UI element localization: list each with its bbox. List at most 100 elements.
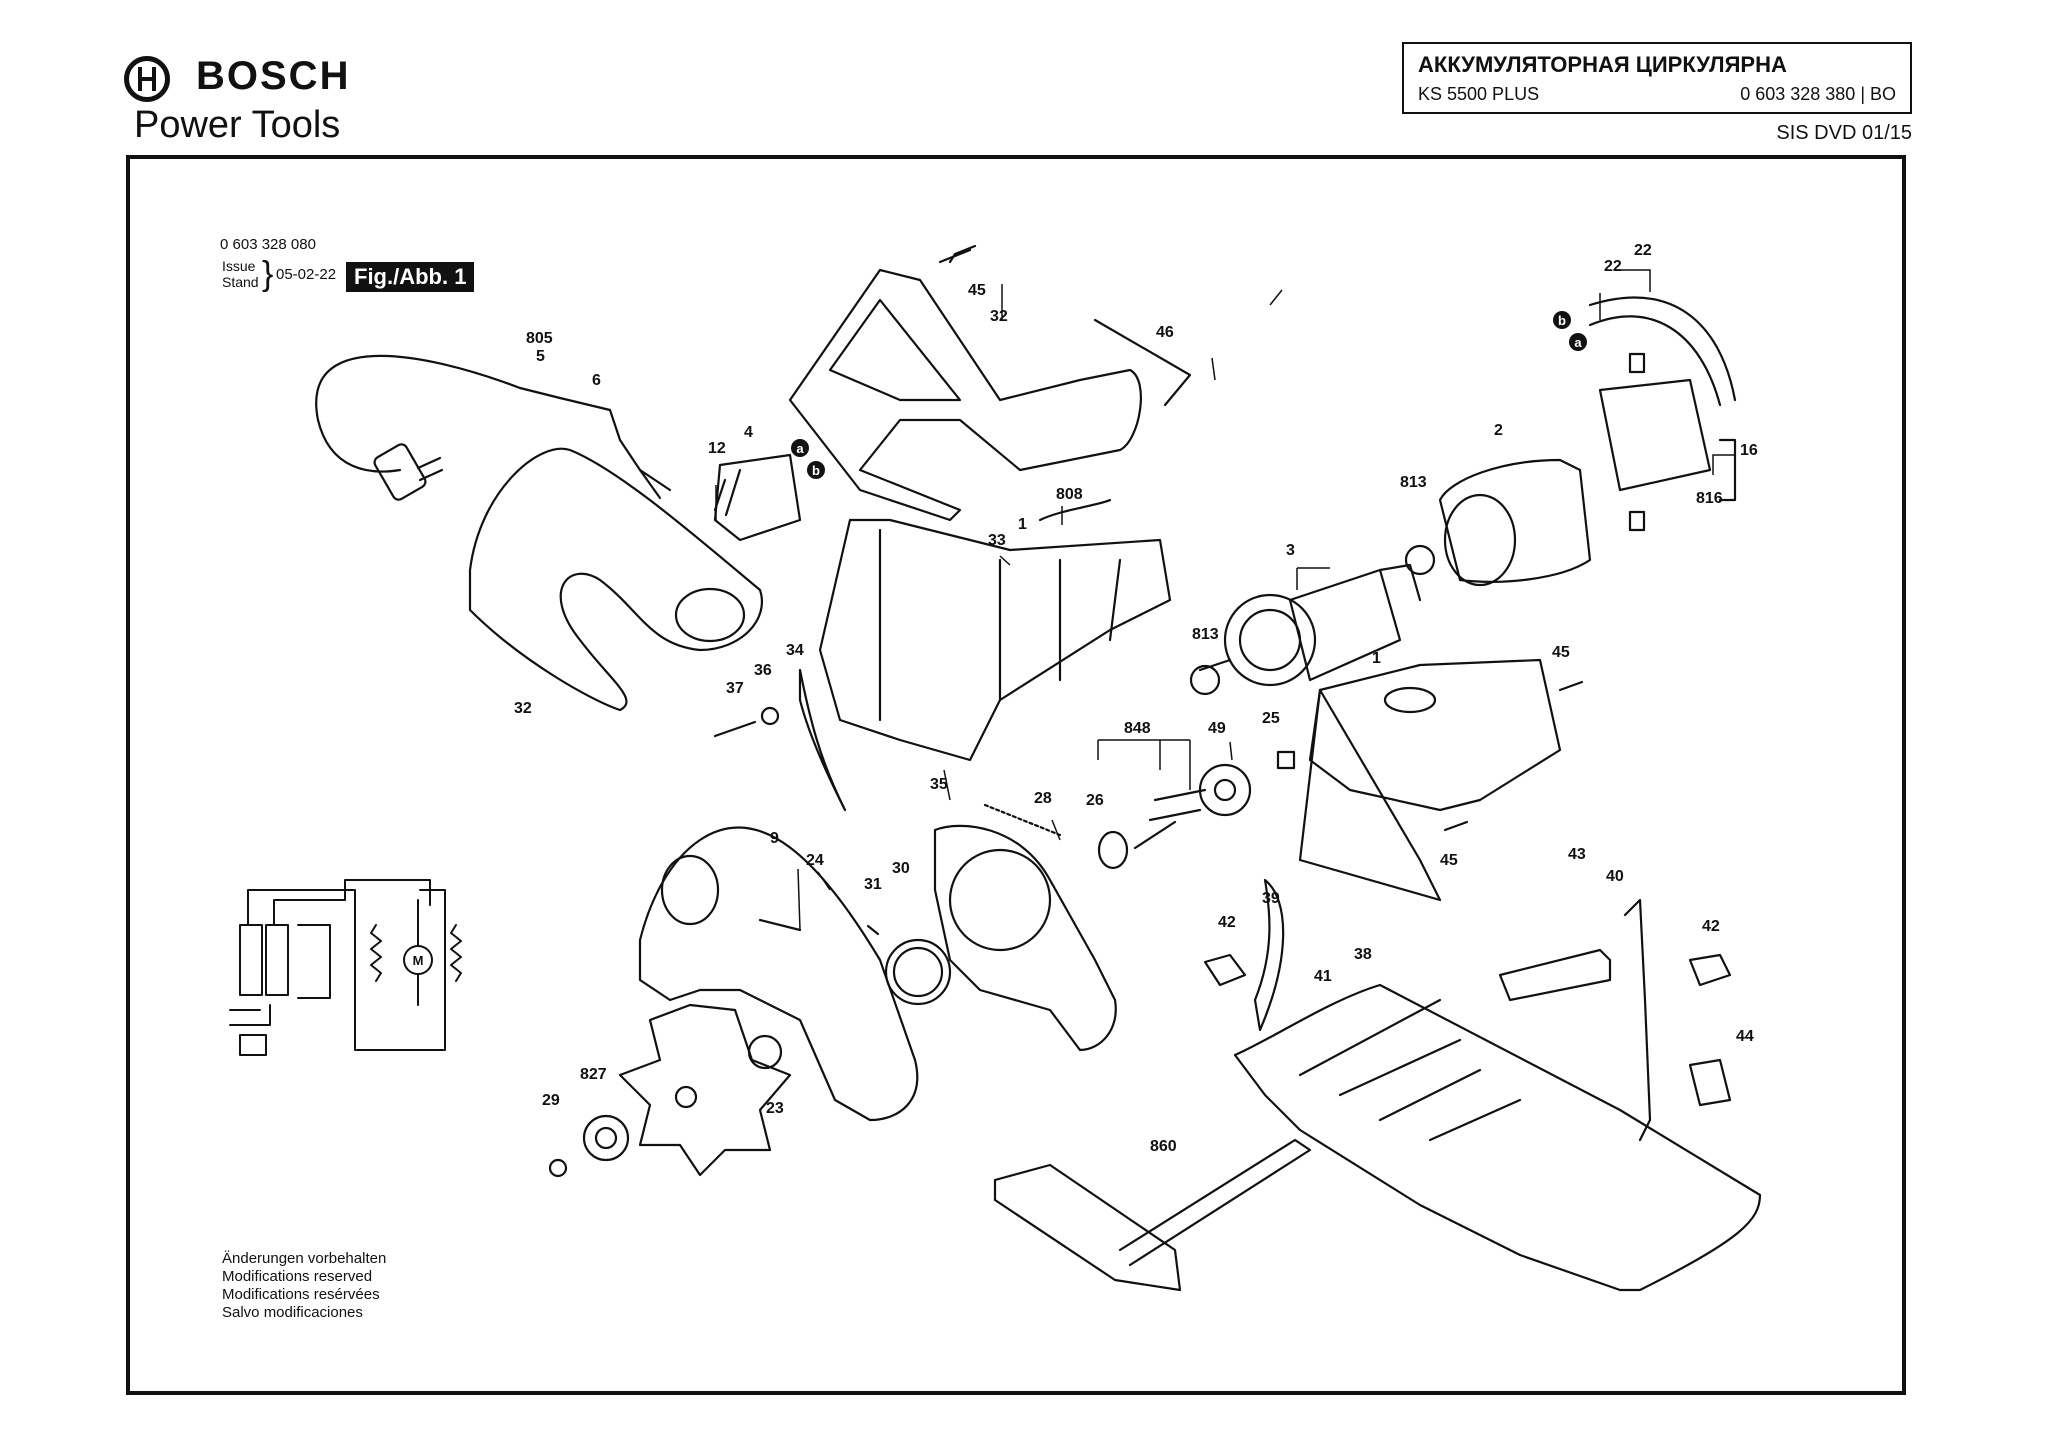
marker-a-label: a <box>1574 335 1582 350</box>
callout-2: 2 <box>1494 422 1503 439</box>
drawing-frame <box>126 155 1906 1395</box>
callout-848: 848 <box>1124 720 1151 737</box>
connecting-wire-b <box>1588 296 1737 402</box>
stand-label: Stand <box>222 274 259 290</box>
marker-b-label: b <box>1558 313 1566 328</box>
callout-33: 33 <box>988 532 1006 549</box>
callout-31: 31 <box>864 876 882 893</box>
callout-29: 29 <box>542 1092 560 1109</box>
key-25 <box>1276 750 1296 770</box>
brace-icon: } <box>262 255 274 293</box>
quadrant-arc <box>1623 898 1652 1142</box>
switch-module <box>713 453 802 542</box>
marker-a-icon: a <box>1569 333 1587 351</box>
callout-22: 22 <box>1634 242 1652 259</box>
washer <box>760 706 780 726</box>
rear-handle-half <box>788 268 1142 522</box>
modification-notes: Änderungen vorbehalten Modifications res… <box>222 1250 386 1322</box>
callout-38: 38 <box>1354 946 1372 963</box>
part-number: 0 603 328 380 | BO <box>1740 84 1896 104</box>
callout-46: 46 <box>1156 324 1174 341</box>
connecting-wire-a <box>1588 315 1722 407</box>
callout-42: 42 <box>1702 918 1720 935</box>
callout-45: 45 <box>968 282 986 299</box>
callout-12: 12 <box>708 440 726 457</box>
knob-42a <box>1203 953 1247 987</box>
spring-28 <box>983 803 1062 837</box>
callout-39: 39 <box>1262 890 1280 907</box>
brush-holder <box>1598 378 1712 492</box>
carbon-brush <box>1628 352 1646 374</box>
marker-b-icon: b <box>807 461 825 479</box>
callout-827: 827 <box>580 1066 607 1083</box>
note-line: Salvo modificaciones <box>222 1304 363 1321</box>
callout-37: 37 <box>726 680 744 697</box>
issue-labels: Issue Stand <box>222 258 259 290</box>
allen-key <box>1093 318 1192 407</box>
stator <box>1438 458 1592 587</box>
mains-plug-icon <box>373 443 444 501</box>
note-line: Modifications reserved <box>222 1268 373 1285</box>
document-title: АККУМУЛЯТОРНАЯ ЦИРКУЛЯРНА <box>1418 52 1787 77</box>
bolt-29 <box>548 1158 568 1178</box>
parallel-guide <box>993 1138 1312 1292</box>
drive-shaft <box>1148 788 1207 822</box>
clamping-flange-827 <box>582 1114 630 1162</box>
figure-label: Fig./Abb. 1 <box>346 262 475 292</box>
ring-30 <box>884 938 952 1006</box>
callout-32: 32 <box>514 700 532 717</box>
motor-housing-half <box>818 518 1172 762</box>
callout-9: 9 <box>770 830 779 847</box>
flange-23 <box>747 1034 783 1070</box>
screw-31 <box>866 924 880 936</box>
callout-25: 25 <box>1262 710 1280 727</box>
callout-23: 23 <box>766 1100 784 1117</box>
armature <box>1198 563 1422 687</box>
division-name: Power Tools <box>134 104 341 146</box>
callout-41: 41 <box>1314 968 1332 985</box>
motor-housing <box>1298 658 1562 902</box>
bearing-813 <box>1404 544 1436 576</box>
bearing-813b <box>1189 664 1221 696</box>
callout-40: 40 <box>1606 868 1624 885</box>
callout-44: 44 <box>1736 1028 1754 1045</box>
revision-label: SIS DVD 01/15 <box>1776 122 1912 144</box>
wiring-schematic <box>229 879 462 1056</box>
knob-42b <box>1688 953 1732 987</box>
strain-relief <box>558 396 642 472</box>
marker-b-label: b <box>812 463 820 478</box>
leader-lines <box>715 269 1735 931</box>
lever <box>798 668 847 812</box>
callout-30: 30 <box>892 860 910 877</box>
callout-3: 3 <box>1286 542 1295 559</box>
brand-name: BOSCH <box>196 54 351 98</box>
shaft-section <box>1133 820 1177 850</box>
screw-shaft <box>1443 820 1469 832</box>
callout-808: 808 <box>1056 486 1083 503</box>
callout-45: 45 <box>1552 644 1570 661</box>
issue-label: Issue <box>222 258 256 274</box>
wing-lever-44 <box>1688 1058 1732 1107</box>
note-line: Modifications resérvées <box>222 1286 380 1303</box>
bevel-bracket <box>1498 948 1612 1002</box>
power-cable-end <box>518 386 562 400</box>
saw-blade <box>618 1003 792 1177</box>
bosch-logo-icon <box>124 56 170 102</box>
callout-43: 43 <box>1568 846 1586 863</box>
callout-45: 45 <box>1440 852 1458 869</box>
machine-number: 0 603 328 080 <box>220 236 316 253</box>
callout-28: 28 <box>1034 790 1052 807</box>
lower-guard <box>933 824 1117 1052</box>
callout-6: 6 <box>592 372 601 389</box>
callout-49: 49 <box>1208 720 1226 737</box>
marker-a-label: a <box>796 441 804 456</box>
bevel-scale-39 <box>1253 878 1285 1032</box>
bearing-26 <box>1097 830 1129 870</box>
marker-b-icon: b <box>1553 311 1571 329</box>
callout-36: 36 <box>754 662 772 679</box>
callout-805: 805 <box>526 330 553 347</box>
callout-32: 32 <box>990 308 1008 325</box>
screw-icon <box>938 244 977 264</box>
model-name: KS 5500 PLUS <box>1418 84 1540 104</box>
